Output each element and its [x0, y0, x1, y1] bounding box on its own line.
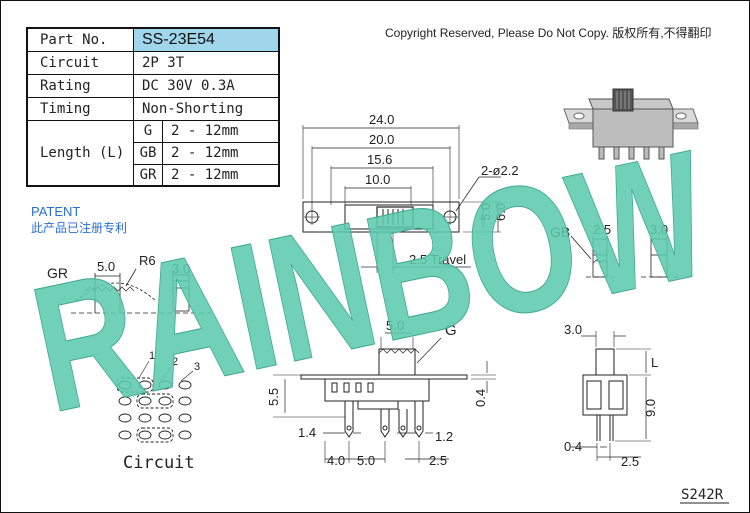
dim-10: 10.0 [365, 172, 390, 187]
copyright-notice: Copyright Reserved, Please Do Not Copy. … [385, 26, 712, 40]
g-label: G [445, 322, 457, 339]
dim-5: 5.0 [478, 203, 493, 221]
terminal [380, 409, 390, 438]
terminal [414, 401, 424, 438]
circuit-label: Circuit [123, 453, 195, 473]
gb-view [570, 235, 681, 278]
spec-table: Part No. SS-23E54 Circuit 2P 3T Rating D… [26, 27, 280, 187]
dim-20: 20.0 [369, 132, 394, 147]
gr-r6: R6 [139, 253, 156, 268]
gr-dim-3: 3.0 [172, 261, 190, 276]
patent-chinese: 此产品已注册专利 [31, 221, 128, 235]
circuit-diagram [116, 360, 194, 443]
front-dim-4: 4.0 [327, 453, 345, 468]
side-view-labels: 3.0 L 9.0 0.4 2.5 [564, 322, 658, 469]
side-dim-0-4: 0.4 [564, 439, 582, 454]
gr-label: GR [47, 265, 68, 281]
length-value: 2 - 12mm [162, 163, 280, 187]
rating-value: DC 30V 0.3A [133, 73, 280, 98]
model-code: S242R [681, 487, 724, 503]
side-knob [595, 348, 615, 376]
patent-label: PATENT [31, 204, 81, 219]
gr-view-labels: GR 5.0 R6 3.0 [47, 253, 190, 281]
gr-dim-5: 5.0 [97, 259, 115, 274]
side-housing [582, 374, 628, 416]
circuit-value: 2P 3T [133, 50, 280, 75]
slider-actuator [376, 206, 414, 228]
side-l-label: L [651, 355, 658, 370]
front-dim-5-5: 5.5 [266, 388, 281, 406]
front-view [273, 332, 496, 463]
front-dim-0-4: 0.4 [473, 389, 488, 407]
product-photo [563, 88, 699, 160]
side-dim-2-5: 2.5 [621, 454, 639, 469]
gb-dim-2-5: 2.5 [593, 222, 611, 237]
front-dim-1-4: 1.4 [298, 425, 316, 440]
gb-view-labels: GB 2.5 3.0 [550, 222, 668, 240]
travel-dim: 2.5 Travel [409, 252, 466, 267]
front-dim-2-5: 2.5 [429, 453, 447, 468]
gb-dim-3: 3.0 [650, 222, 668, 237]
part-no-label: Part No. [26, 27, 134, 52]
length-code: GB [133, 141, 163, 165]
dim-24: 24.0 [369, 112, 394, 127]
circuit-pos-1: 1 [149, 350, 155, 362]
side-dim-9: 9.0 [643, 399, 658, 417]
gb-label: GB [550, 224, 570, 240]
circuit-labels: 1 2 3 Circuit [123, 350, 200, 473]
timing-label: Timing [26, 96, 134, 121]
length-value: 2 - 12mm [162, 119, 280, 143]
circuit-pos-3: 3 [194, 361, 200, 373]
front-dim-1-2: 1.2 [435, 429, 453, 444]
terminal [344, 401, 354, 438]
length-label: Length (L) [26, 119, 134, 187]
dim-6: 6.0 [493, 203, 508, 221]
gr-view [71, 268, 211, 314]
terminal [398, 409, 408, 438]
length-code: GR [133, 163, 163, 187]
side-view [571, 331, 651, 461]
front-dim-5: 5.0 [386, 318, 404, 333]
hole-dim: 2-ø2.2 [481, 163, 519, 178]
circuit-pos-2: 2 [172, 356, 178, 368]
top-view-frame [302, 201, 460, 233]
part-no-value: SS-23E54 [133, 27, 280, 52]
front-dim-5b: 5.0 [357, 453, 375, 468]
dim-15-6: 15.6 [367, 152, 392, 167]
side-dim-3: 3.0 [564, 322, 582, 337]
top-view [302, 125, 501, 273]
front-view-labels: 5.0 G 5.5 0.4 1.4 1.2 4.0 5.0 2.5 [266, 318, 488, 468]
top-view-labels: 24.0 20.0 15.6 10.0 2-ø2.2 5.0 6.0 2.5 T… [365, 112, 519, 267]
